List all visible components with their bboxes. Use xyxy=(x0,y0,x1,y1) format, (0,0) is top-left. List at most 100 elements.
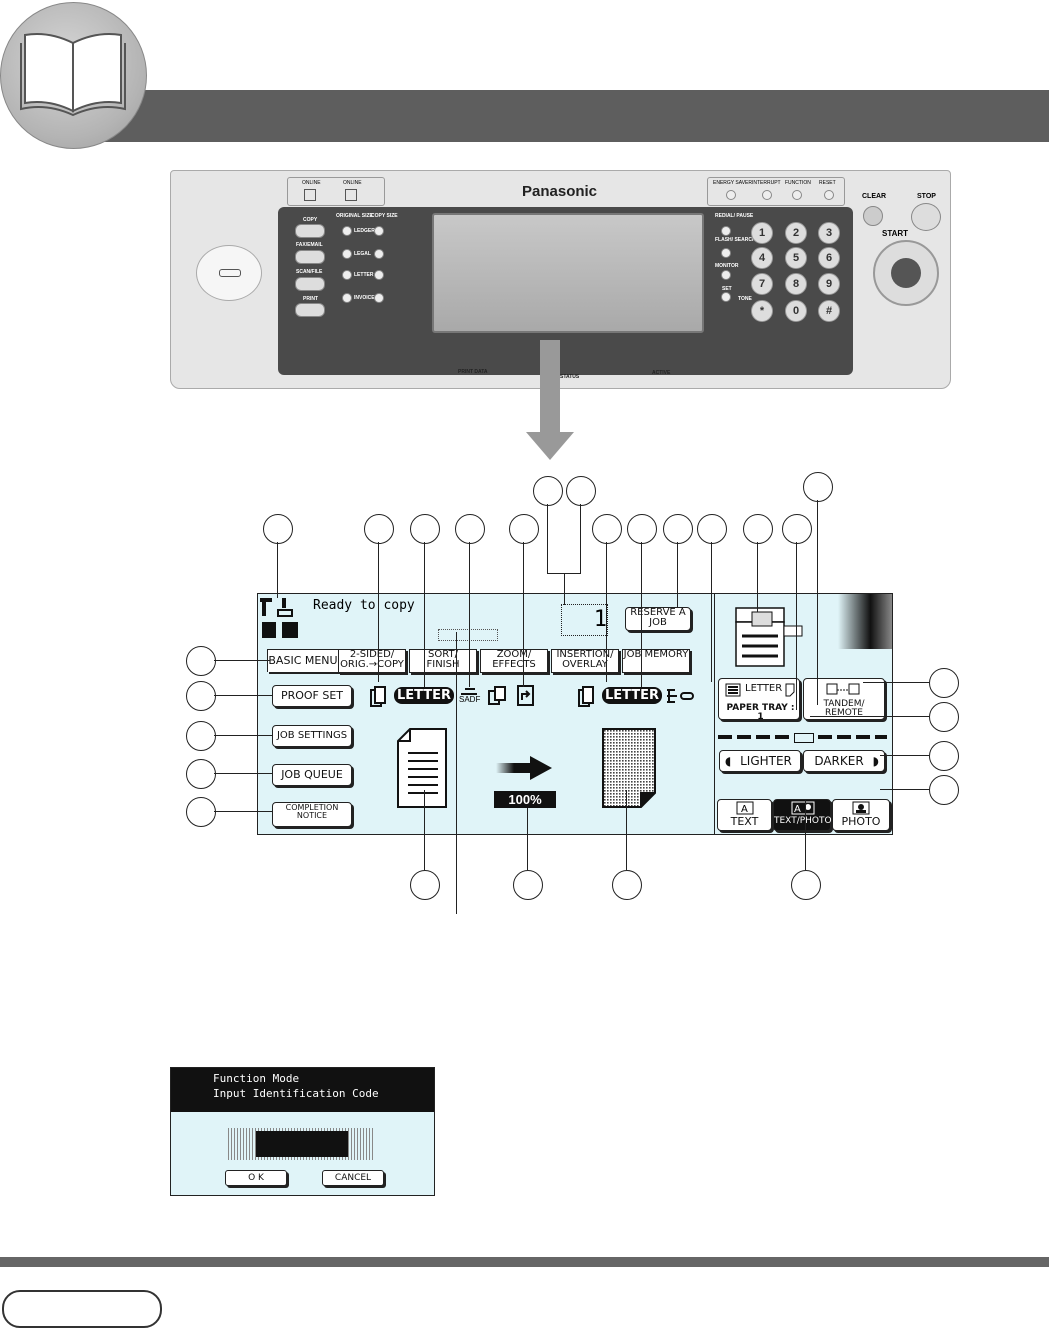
tandem-icon xyxy=(826,683,860,695)
callout-circle xyxy=(509,514,539,544)
callout-circle xyxy=(743,514,773,544)
stop-button[interactable] xyxy=(911,203,941,231)
copy-size-ledger-button[interactable] xyxy=(374,226,384,236)
print-mode-button[interactable] xyxy=(295,303,325,317)
copy-document-icon xyxy=(602,728,656,808)
original-size-letter-button[interactable] xyxy=(342,270,352,280)
fax-email-mode-button[interactable] xyxy=(295,250,325,264)
tab-job-memory[interactable]: JOB MEMORY xyxy=(622,649,690,673)
photo-mode-button[interactable]: PHOTO xyxy=(832,799,890,831)
tandem-remote-button[interactable]: TANDEM/ REMOTE xyxy=(803,678,885,720)
tab-sort-finish[interactable]: SORT/ FINISH xyxy=(409,649,477,673)
copy-size-invoice-button[interactable] xyxy=(374,293,384,303)
energy-saver-button[interactable] xyxy=(726,190,736,200)
function-button[interactable] xyxy=(792,190,802,200)
power-icon xyxy=(219,269,241,277)
zoom-ratio: 100% xyxy=(494,791,556,808)
leader-line xyxy=(547,504,548,574)
leader-line xyxy=(677,542,678,607)
reset-button[interactable] xyxy=(824,190,834,200)
id-code-input[interactable] xyxy=(256,1131,348,1157)
key-hash[interactable]: # xyxy=(818,300,840,322)
flash-button[interactable] xyxy=(721,248,731,258)
text-photo-mode-label: TEXT/PHOTO xyxy=(774,816,832,826)
size-letter-label: LETTER xyxy=(354,272,374,278)
reserve-job-button[interactable]: RESERVE A JOB xyxy=(625,607,691,631)
status-text: Ready to copy xyxy=(313,598,415,613)
key-7[interactable]: 7 xyxy=(751,273,773,295)
callout-circle xyxy=(803,472,833,502)
copy-size-letter-button[interactable] xyxy=(374,270,384,280)
key-8[interactable]: 8 xyxy=(785,273,807,295)
interrupt-button[interactable] xyxy=(762,190,772,200)
divider xyxy=(714,594,715,834)
tab-2-sided[interactable]: 2-SIDED/ ORIG.→COPY xyxy=(338,649,406,673)
key-star[interactable]: * xyxy=(751,300,773,322)
redial-label: REDIAL/ PAUSE xyxy=(715,213,754,219)
leader-line xyxy=(277,542,278,598)
online-fax-button[interactable] xyxy=(304,189,316,201)
key-9[interactable]: 9 xyxy=(818,273,840,295)
tab-basic-menu[interactable]: BASIC MENU xyxy=(267,649,339,672)
copy-mode-button[interactable] xyxy=(295,224,325,238)
set-button[interactable] xyxy=(721,292,731,302)
callout-circle xyxy=(929,775,959,805)
copier-machine-icon xyxy=(735,607,803,667)
leader-line xyxy=(805,800,806,870)
monitor-button[interactable] xyxy=(721,270,731,280)
text-photo-mode-button[interactable]: A TEXT/PHOTO xyxy=(773,799,832,831)
key-2[interactable]: 2 xyxy=(785,222,807,244)
callout-circle xyxy=(186,681,216,711)
paper-tray-button[interactable]: LETTER PAPER TRAY : 1 xyxy=(718,678,800,722)
dialog-title-line1: Function Mode xyxy=(213,1072,300,1085)
callout-circle xyxy=(929,741,959,771)
function-mode-dialog: Function Mode Input Identification Code … xyxy=(170,1067,435,1196)
callout-circle xyxy=(513,870,543,900)
online-print-button[interactable] xyxy=(345,189,357,201)
completion-notice-button[interactable]: COMPLETION NOTICE xyxy=(272,802,352,827)
leader-line xyxy=(564,573,565,605)
text-mode-button[interactable]: A TEXT xyxy=(717,799,772,831)
darker-button[interactable]: DARKER◗ xyxy=(803,750,885,772)
finisher-icon xyxy=(667,689,694,703)
leader-line xyxy=(796,542,797,710)
footer-bar xyxy=(0,1257,1049,1267)
key-1[interactable]: 1 xyxy=(751,222,773,244)
start-button[interactable] xyxy=(873,240,939,306)
key-0[interactable]: 0 xyxy=(785,300,807,322)
key-4[interactable]: 4 xyxy=(751,247,773,269)
main-power-button[interactable] xyxy=(196,245,262,301)
leader-line xyxy=(378,542,379,682)
set-label: SET xyxy=(722,286,732,292)
job-settings-button[interactable]: JOB SETTINGS xyxy=(272,725,352,747)
ok-button[interactable]: O K xyxy=(225,1170,287,1186)
key-6[interactable]: 6 xyxy=(818,247,840,269)
copy-size-legal-button[interactable] xyxy=(374,249,384,259)
tab-zoom-effects[interactable]: ZOOM/ EFFECTS xyxy=(480,649,548,673)
tab-insertion-overlay[interactable]: INSERTION/ OVERLAY xyxy=(551,649,619,673)
lighter-button[interactable]: ◖LIGHTER xyxy=(719,750,801,772)
original-size-legal-button[interactable] xyxy=(342,249,352,259)
copy-direction-arrow-icon xyxy=(496,756,552,780)
open-book-icon xyxy=(20,33,126,117)
original-size-invoice-button[interactable] xyxy=(342,293,352,303)
leader-line xyxy=(456,632,457,914)
key-5[interactable]: 5 xyxy=(785,247,807,269)
proof-set-button[interactable]: PROOF SET xyxy=(272,685,352,707)
brand-logo: Panasonic xyxy=(522,183,598,200)
text-mode-icon: A xyxy=(736,801,754,815)
scan-file-mode-button[interactable] xyxy=(295,277,325,291)
redial-button[interactable] xyxy=(721,226,731,236)
clear-button[interactable] xyxy=(863,206,883,226)
id-input-frame xyxy=(228,1128,375,1160)
original-size-ledger-button[interactable] xyxy=(342,226,352,236)
key-3[interactable]: 3 xyxy=(818,222,840,244)
copy-size-indicator: LETTER xyxy=(602,687,662,704)
job-queue-button[interactable]: JOB QUEUE xyxy=(272,764,352,786)
photo-mode-label: PHOTO xyxy=(841,815,881,828)
monitor-label: MONITOR xyxy=(715,263,739,269)
photo-mode-icon xyxy=(852,801,870,815)
original-document-icon xyxy=(397,728,447,808)
cancel-button[interactable]: CANCEL xyxy=(322,1170,384,1186)
copy-screen: Ready to copy 1 RESERVE A JOB BASIC MENU… xyxy=(257,593,893,835)
